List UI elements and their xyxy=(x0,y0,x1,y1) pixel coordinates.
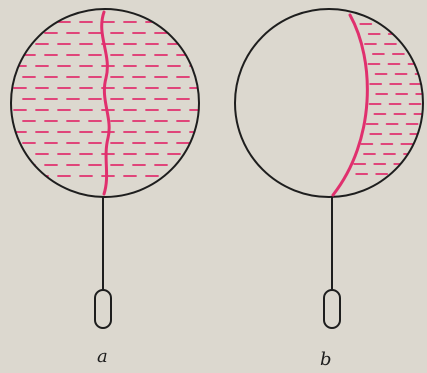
flask-a-bulb-tip xyxy=(95,290,111,328)
flask-b-bulb-tip xyxy=(324,290,340,328)
flask-b xyxy=(235,9,427,328)
figure-label-b: b xyxy=(320,349,332,370)
membrane-b xyxy=(333,15,367,195)
flask-a xyxy=(11,9,202,328)
liquid-dashes-b xyxy=(354,24,427,174)
flask-b-bulb xyxy=(235,9,423,197)
membrane-a xyxy=(102,12,109,194)
liquid-dashes-a xyxy=(14,22,202,176)
figure-label-a: a xyxy=(97,346,108,367)
